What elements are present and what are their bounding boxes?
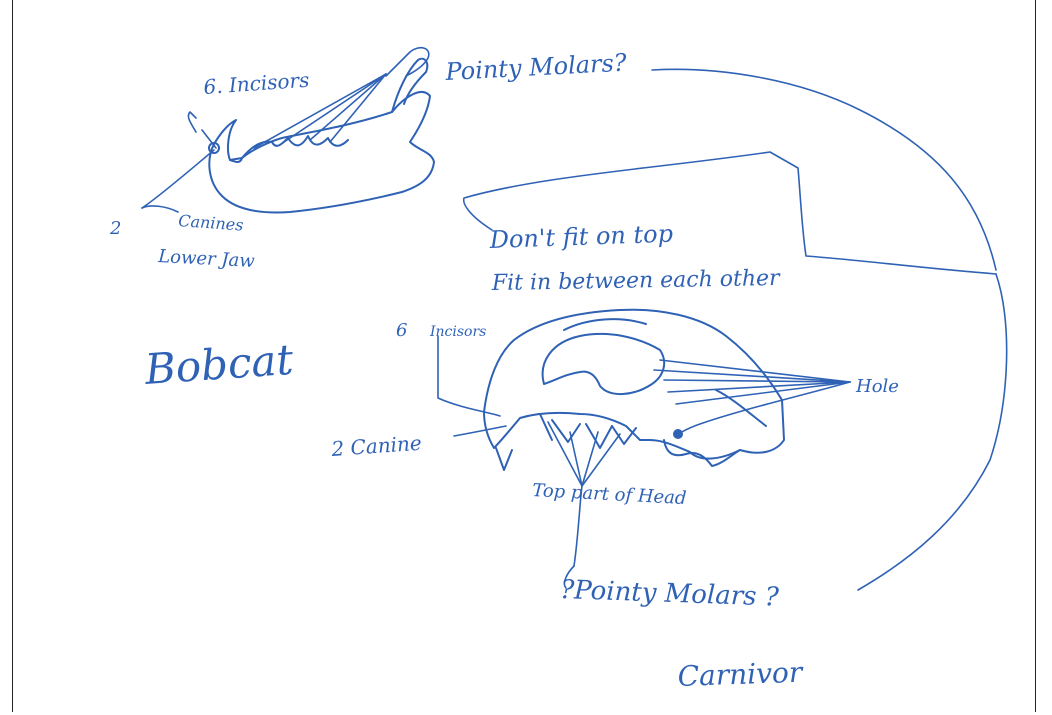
label-top-pointy-molars: Pointy Molars? bbox=[444, 49, 628, 87]
label-skull-incisors-number: 6 bbox=[396, 320, 407, 341]
label-fit-in-between: Fit in between each other bbox=[491, 266, 782, 296]
label-bottom-pointy-molars: ?Pointy Molars ? bbox=[560, 575, 781, 613]
label-top-incisors: 6. Incisors bbox=[203, 68, 310, 99]
label-lower-canines: Canines bbox=[178, 211, 244, 235]
fit-connector bbox=[464, 152, 1007, 590]
skull-pointer-lines bbox=[438, 336, 850, 588]
label-lower-jaw: Lower Jaw bbox=[157, 246, 256, 272]
label-dont-fit-on-top: Don't fit on top bbox=[488, 220, 673, 254]
label-skull-incisors: Incisors bbox=[429, 324, 486, 340]
label-top-part-of-head: Top part of Head bbox=[532, 480, 687, 509]
skull-drawing bbox=[484, 310, 784, 470]
label-carnivor: Carnivor bbox=[677, 656, 804, 693]
label-hole: Hole bbox=[855, 376, 899, 397]
label-skull-canine: 2 Canine bbox=[330, 431, 423, 461]
label-bobcat: Bobcat bbox=[142, 335, 295, 394]
label-lower-canines-number: 2 bbox=[109, 218, 121, 239]
